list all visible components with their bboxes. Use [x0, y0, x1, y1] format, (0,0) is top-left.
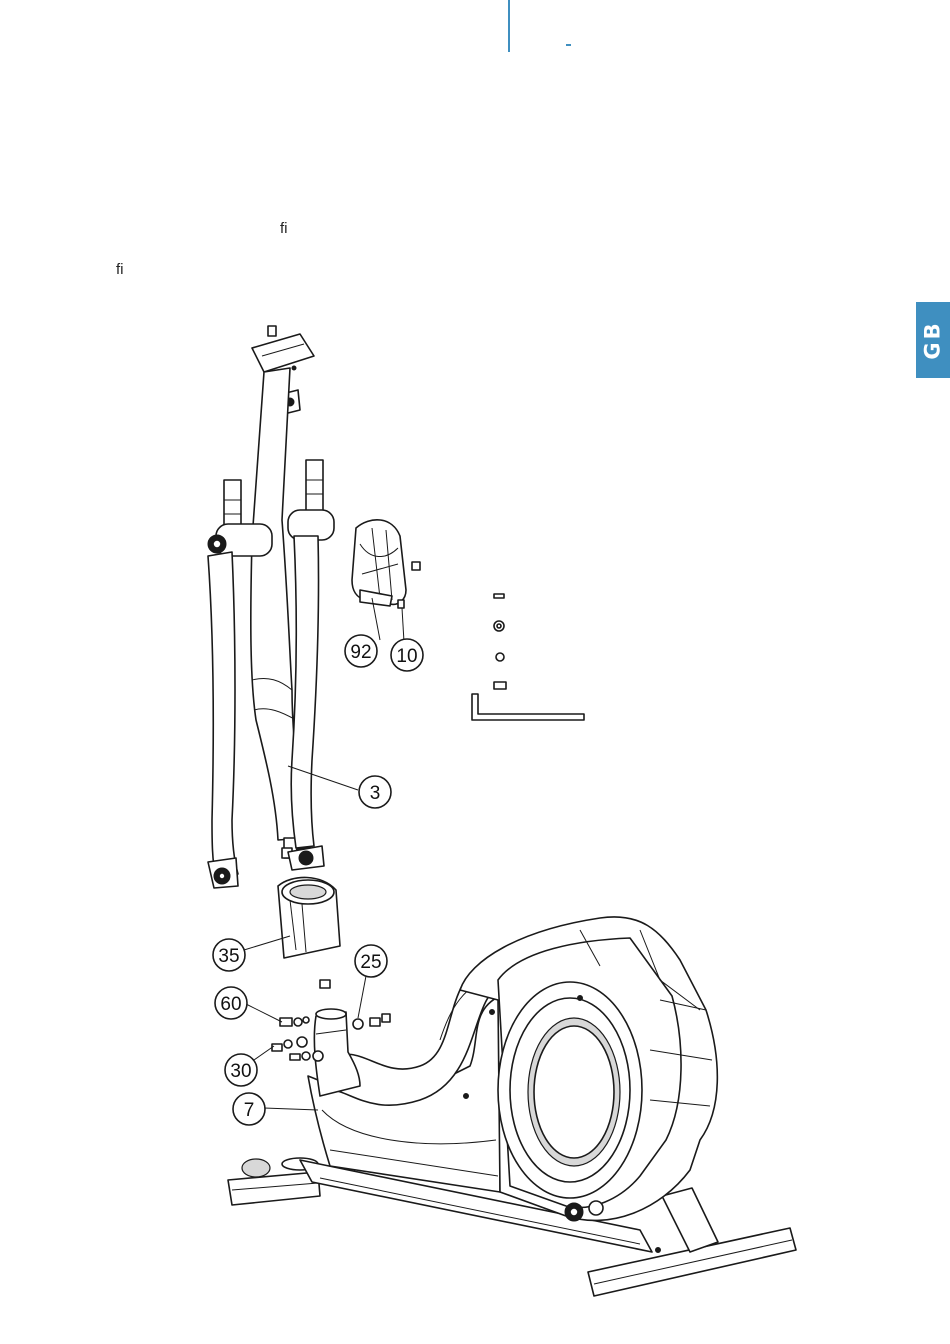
svg-text:7: 7: [244, 1100, 255, 1121]
svg-text:25: 25: [360, 952, 381, 973]
callout-30: 30: [225, 1054, 257, 1086]
svg-text:30: 30: [230, 1061, 251, 1082]
callout-60: 60: [215, 987, 247, 1019]
hardware-pack: [472, 594, 584, 720]
callout-35: 35: [213, 939, 245, 971]
svg-text:10: 10: [396, 646, 417, 667]
front-cover: [278, 877, 340, 958]
callout-3: 3: [359, 776, 391, 808]
callout-25: 25: [355, 945, 387, 977]
callout-7: 7: [233, 1093, 265, 1125]
svg-text:3: 3: [370, 783, 381, 804]
svg-text:60: 60: [220, 994, 241, 1015]
callout-92: 92: [345, 635, 377, 667]
right-arm: [288, 460, 334, 870]
bottle-holder: [352, 520, 420, 608]
svg-text:35: 35: [218, 946, 239, 967]
callout-10: 10: [391, 639, 423, 671]
svg-text:92: 92: [350, 642, 371, 663]
